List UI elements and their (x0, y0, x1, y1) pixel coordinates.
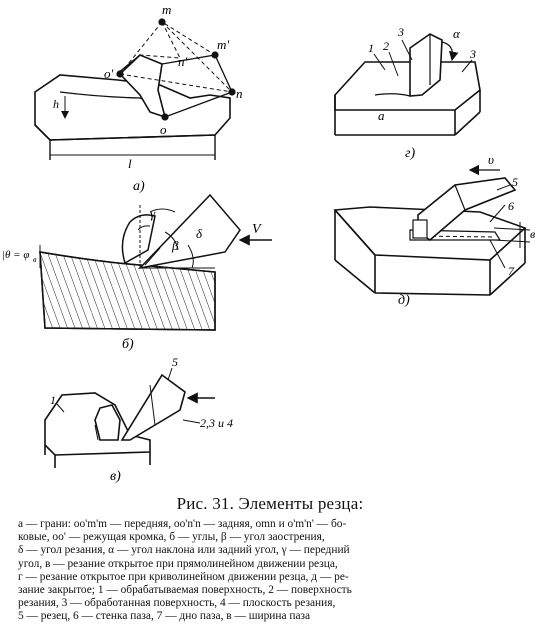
figure-caption-body: а — грани: oo'm'm — передняя, oo'n'n — з… (18, 518, 526, 624)
caption-line: резания, 3 — обработанная поверхность, 4… (18, 597, 336, 610)
d-label-7: 7 (508, 264, 515, 278)
b-label-delta: δ (196, 226, 203, 241)
g-label-1: 1 (368, 41, 374, 55)
v-label-234: 2,3 и 4 (200, 416, 233, 430)
v-label-1: 1 (50, 393, 56, 407)
b-label-theta-sub: в (33, 255, 37, 264)
label-n: n (236, 86, 243, 101)
b-label-gamma: γ (150, 206, 156, 221)
caption-line: зание закрытое; 1 — обрабатываемая повер… (18, 584, 352, 597)
g-label-3-top: 3 (397, 25, 404, 39)
b-label-V: V (252, 222, 262, 237)
b-label-beta: β (171, 238, 179, 253)
panel-b (39, 193, 272, 331)
caption-line: ковые, oo' — режущая кромка, б — углы, β… (18, 531, 325, 544)
d-label-b: в (530, 227, 535, 241)
caption-line: 5 — резец, 6 — стенка паза, 7 — дно паза… (18, 610, 311, 623)
b-label-theta: |θ = φ (2, 249, 29, 261)
d-label-5: 5 (512, 175, 518, 189)
panel-label-v: в) (110, 469, 121, 484)
d-label-v: υ (488, 152, 494, 167)
caption-line: δ — угол резания, α — угол наклона или з… (18, 544, 350, 557)
panel-label-b: б) (122, 337, 134, 352)
v-label-5: 5 (172, 355, 178, 369)
g-label-a: a (378, 108, 385, 123)
label-o: o (160, 122, 167, 137)
d-label-6: 6 (508, 199, 514, 213)
figure-caption-title: Рис. 31. Элементы резца: (176, 494, 364, 513)
caption-line: угол, в — резание открытое при прямолине… (18, 557, 338, 570)
panel-g (334, 33, 481, 136)
panel-label-a: а) (133, 179, 145, 194)
label-o-prime: o' (104, 66, 114, 81)
g-label-2: 2 (383, 39, 389, 53)
panel-label-d: д) (398, 293, 410, 308)
panel-v (44, 367, 215, 468)
g-label-alpha: α (453, 26, 461, 41)
label-m: m (162, 2, 171, 17)
label-h: h (53, 97, 59, 111)
label-l: l (128, 156, 132, 171)
label-n-prime: n' (178, 54, 188, 69)
g-label-3-right: 3 (469, 47, 476, 61)
panel-a (34, 18, 236, 160)
panel-label-g: г) (405, 146, 415, 161)
figure-illustration: m m' o' o n n' h l а) 1 2 3 3 α a г) (2, 2, 535, 484)
panel-d (333, 164, 531, 296)
label-m-prime: m' (217, 37, 229, 52)
caption-line: а — грани: oo'm'm — передняя, oo'n'n — з… (18, 518, 347, 530)
caption-line: г — резание открытое при криволинейном д… (18, 570, 349, 583)
